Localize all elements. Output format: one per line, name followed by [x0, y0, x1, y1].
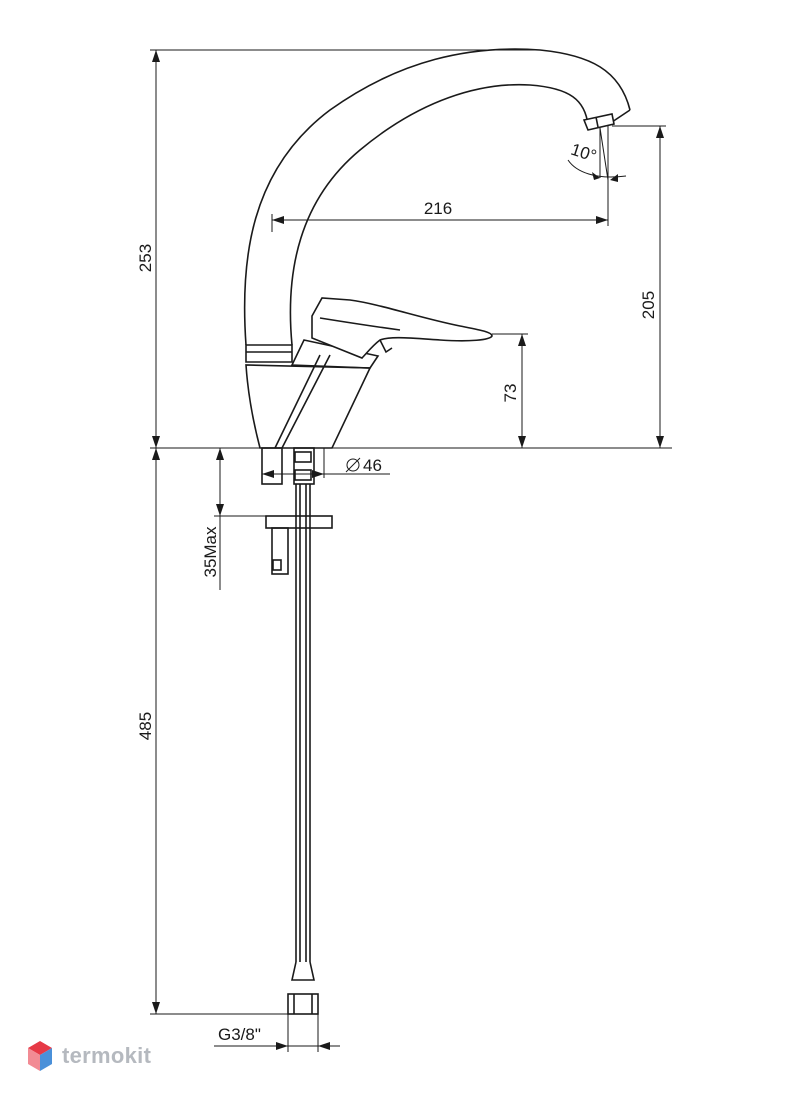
fixing-rod [271, 527, 289, 575]
angle-arc [567, 159, 627, 178]
body-cone [245, 364, 372, 449]
connection-nut [287, 993, 319, 1015]
label-base-diameter: 46 [363, 456, 382, 475]
label-connection-thread: G3/8" [218, 1025, 261, 1044]
label-lever-height: 73 [501, 384, 520, 403]
dimension-labels: 253 216 205 73 46 35Max 485 G3/8" 10° [136, 140, 658, 1044]
aerator-line [595, 116, 599, 128]
mounting-assembly [261, 447, 333, 1015]
dimension-lines [150, 49, 672, 1052]
fixing-plate [265, 515, 333, 529]
faucet-body [243, 48, 631, 449]
spout-collar [245, 344, 293, 363]
aerator [582, 113, 615, 131]
label-total-height: 253 [136, 244, 155, 272]
label-outlet-height: 205 [639, 291, 658, 319]
spout-inner [289, 83, 589, 346]
lever-handle [311, 297, 493, 359]
label-spout-reach: 216 [424, 199, 452, 218]
label-outlet-angle: 10° [569, 140, 599, 166]
brand-name: termokit [62, 1043, 152, 1068]
label-hose-length: 485 [136, 712, 155, 740]
spout-outer [243, 48, 631, 346]
body-cartridge [290, 339, 380, 369]
cube-logo-icon [28, 1041, 52, 1071]
label-counter-thickness: 35Max [201, 526, 220, 578]
brand-watermark: termokit [26, 1036, 151, 1076]
diameter-symbol [346, 458, 360, 472]
